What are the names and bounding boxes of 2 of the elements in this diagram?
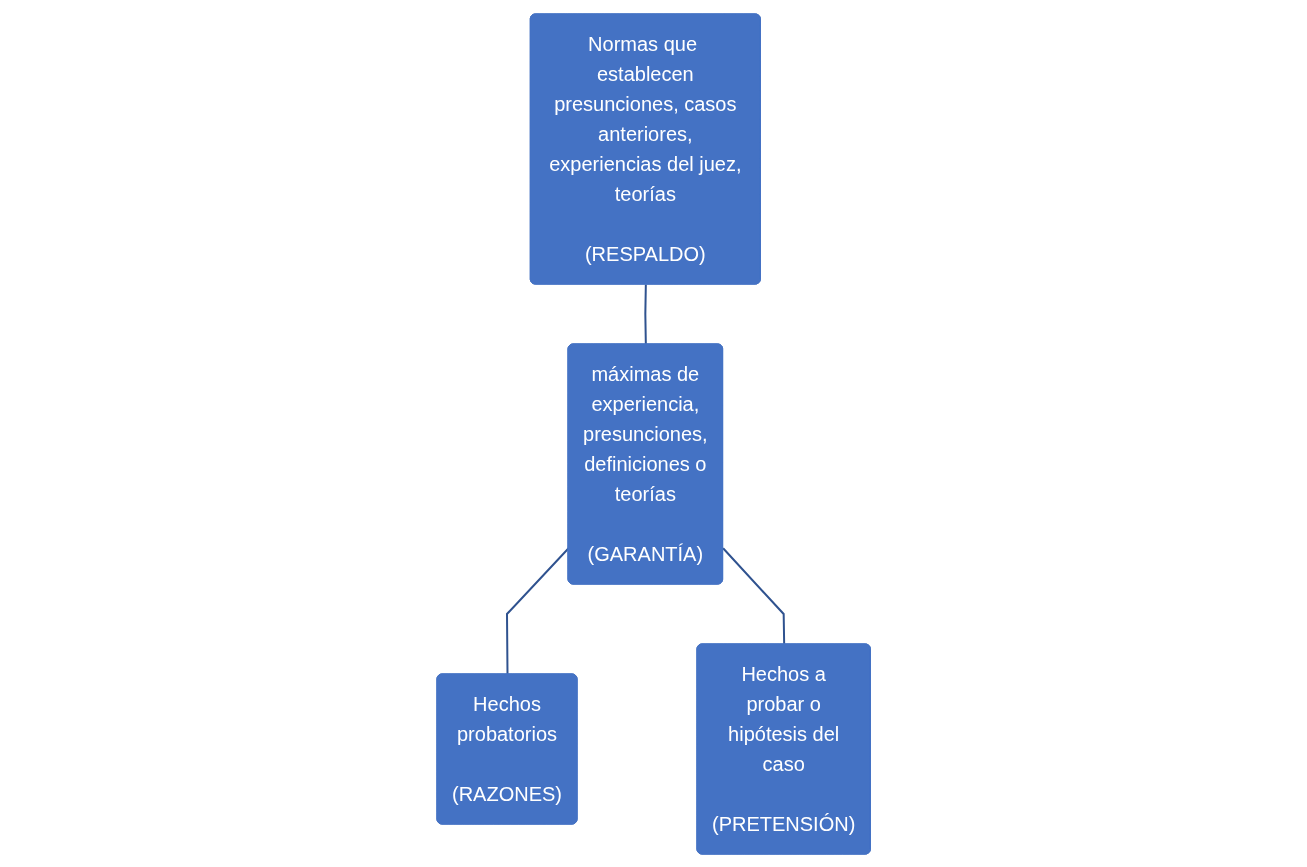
connector	[721, 546, 785, 645]
connector	[644, 283, 647, 345]
